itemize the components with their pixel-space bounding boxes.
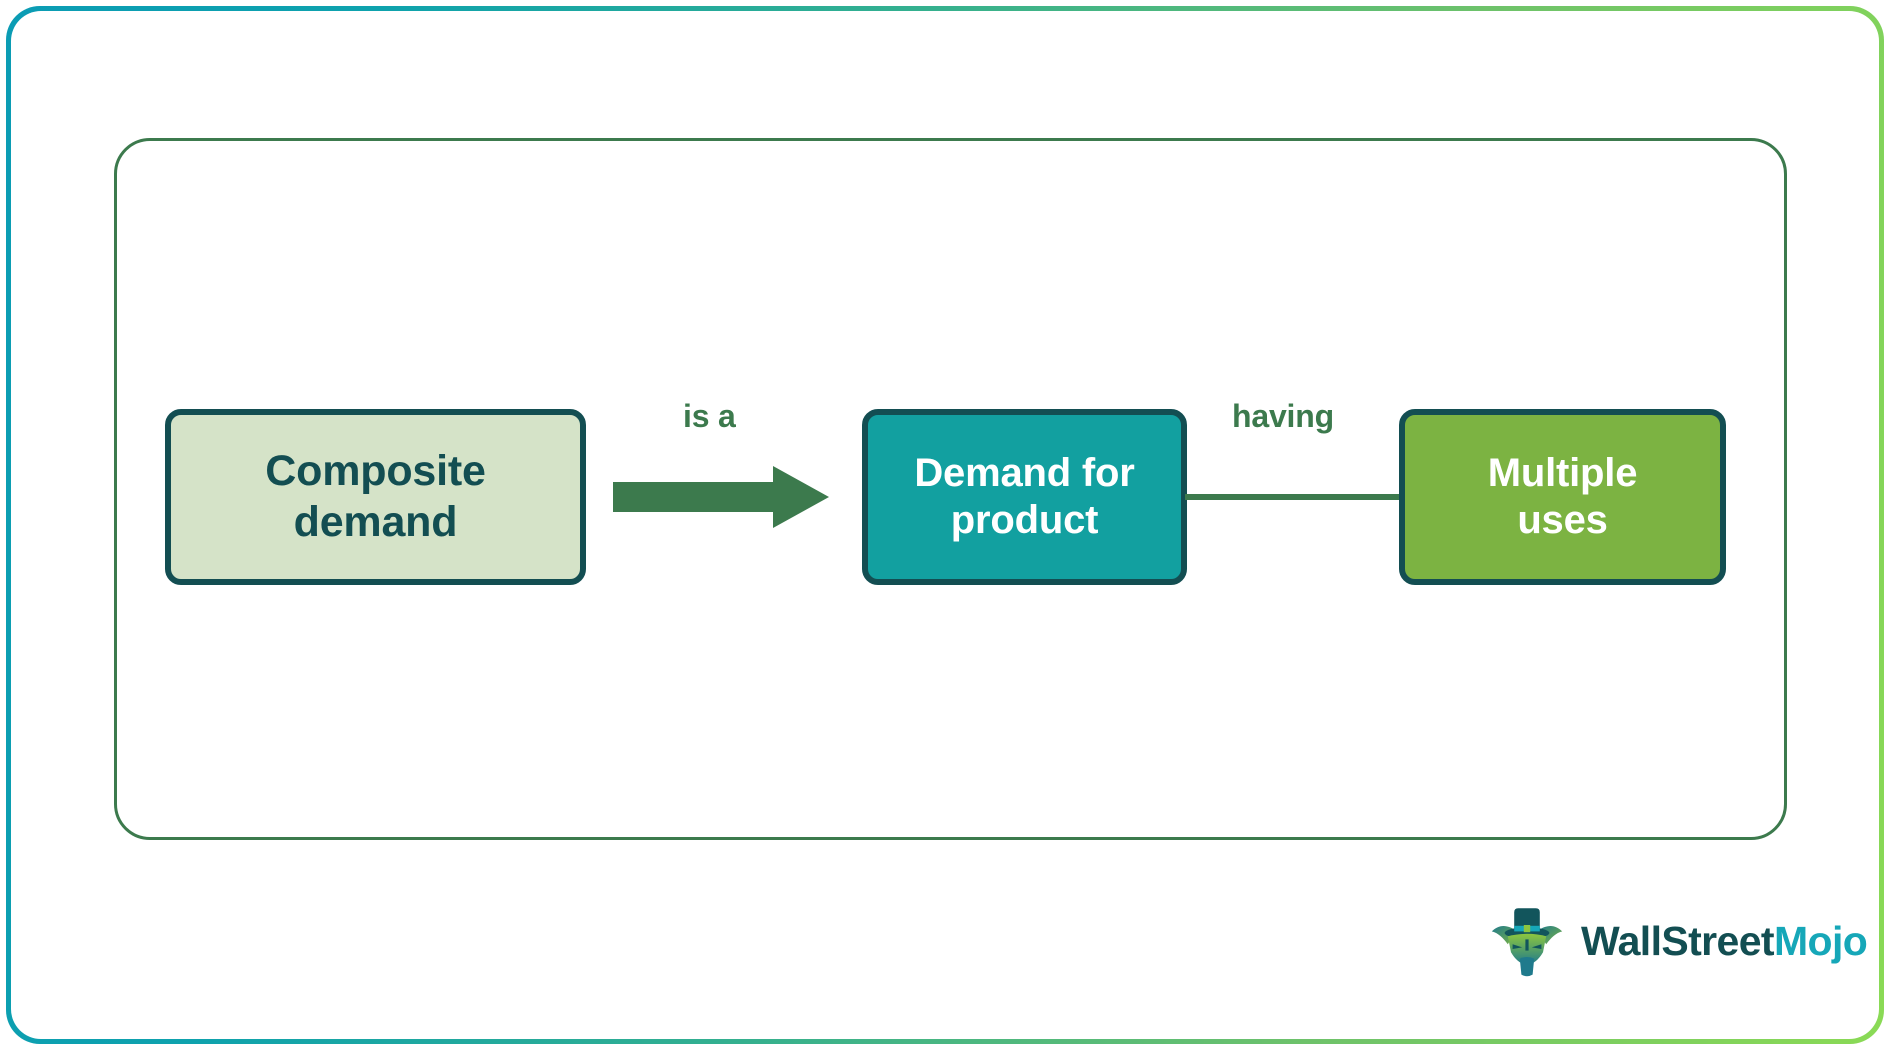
brand-name-accent: Mojo [1773,917,1868,964]
connector-line-having [1185,494,1401,500]
edge-label-is-a: is a [683,398,736,434]
node-demand-for-product[interactable]: Demand for product [862,409,1187,585]
brand-name-primary: WallStreet [1581,917,1775,964]
node-multiple-uses-label: Multiple uses [1487,450,1638,542]
bull-mascot-icon [1491,908,1563,977]
node-composite-demand-label: Composite demand [265,447,486,546]
brand-logo: WallStreetMojo [1487,895,1868,987]
edge-label-having: having [1232,398,1334,434]
node-multiple-uses[interactable]: Multiple uses [1399,409,1726,585]
node-demand-for-product-label: Demand for product [914,450,1135,542]
arrow-is-a-icon [613,466,829,528]
node-composite-demand[interactable]: Composite demand [165,409,586,585]
brand-wordmark: WallStreetMojo [1581,917,1868,965]
